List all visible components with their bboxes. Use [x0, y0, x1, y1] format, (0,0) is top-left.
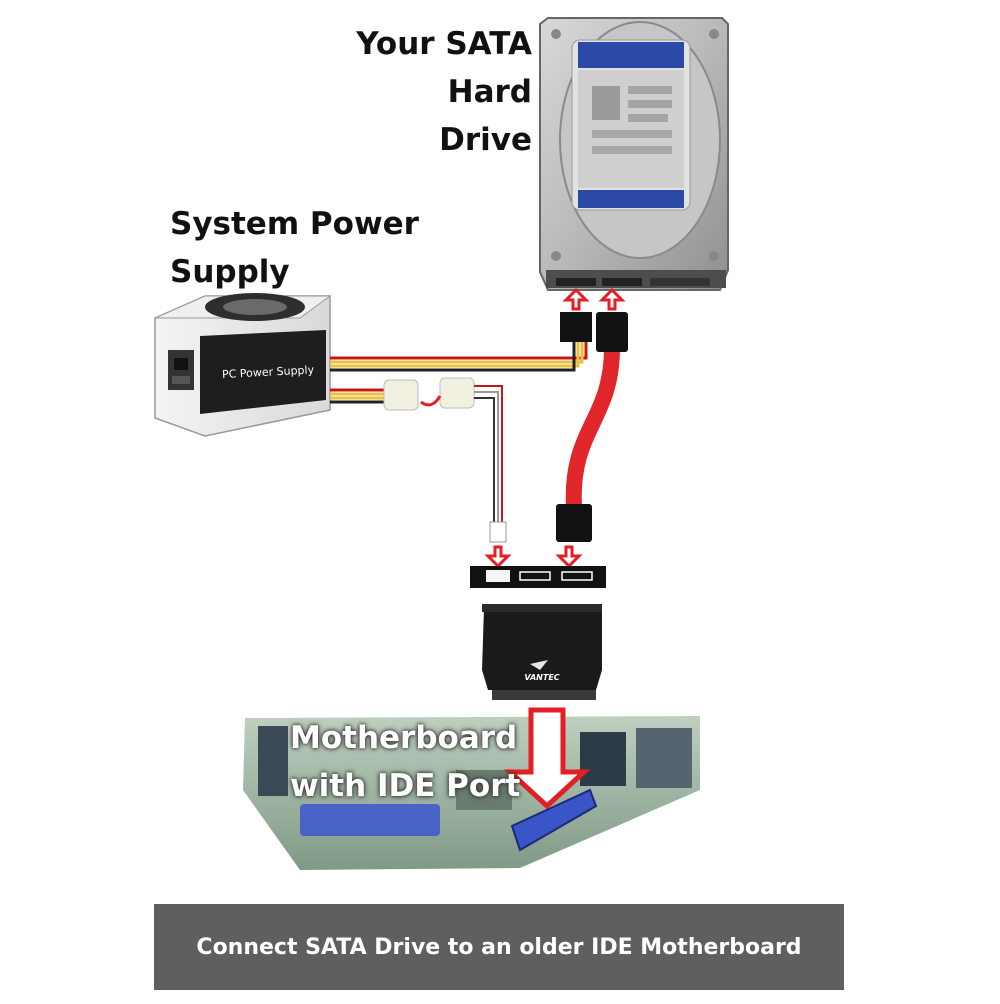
- hard-drive-label: Your SATA Hard Drive: [352, 20, 532, 164]
- power-supply-label-line2: Supply: [170, 254, 290, 290]
- arrow-icon: [420, 287, 626, 569]
- psu-face-text: PC Power Supply: [222, 363, 315, 381]
- hard-drive-label-line2: Hard Drive: [439, 74, 532, 158]
- power-supply-label: System Power Supply: [170, 200, 419, 296]
- large-arrow-icon: [503, 707, 591, 810]
- power-supply-label-line1: System Power: [170, 206, 419, 242]
- hard-drive-icon: [539, 17, 729, 291]
- caption-bar: Connect SATA Drive to an older IDE Mothe…: [154, 904, 844, 990]
- hard-drive-label-line1: Your SATA: [356, 26, 532, 62]
- molex-connector-icon: [330, 377, 507, 543]
- ide-port: [510, 788, 598, 852]
- ide-adapter-icon: VANTEC: [470, 566, 606, 700]
- sata-power-cable: [330, 312, 592, 372]
- motherboard-label-line2: with IDE Port: [290, 768, 521, 804]
- motherboard-label: Motherboard with IDE Port: [290, 714, 520, 810]
- power-supply-icon: PC Power Supply: [154, 293, 332, 437]
- motherboard-label-line1: Motherboard: [290, 720, 518, 756]
- motherboard-icon: [243, 716, 700, 870]
- caption-text: Connect SATA Drive to an older IDE Mothe…: [196, 934, 802, 960]
- adapter-brand: VANTEC: [524, 673, 559, 682]
- sata-cable-icon: [556, 312, 628, 542]
